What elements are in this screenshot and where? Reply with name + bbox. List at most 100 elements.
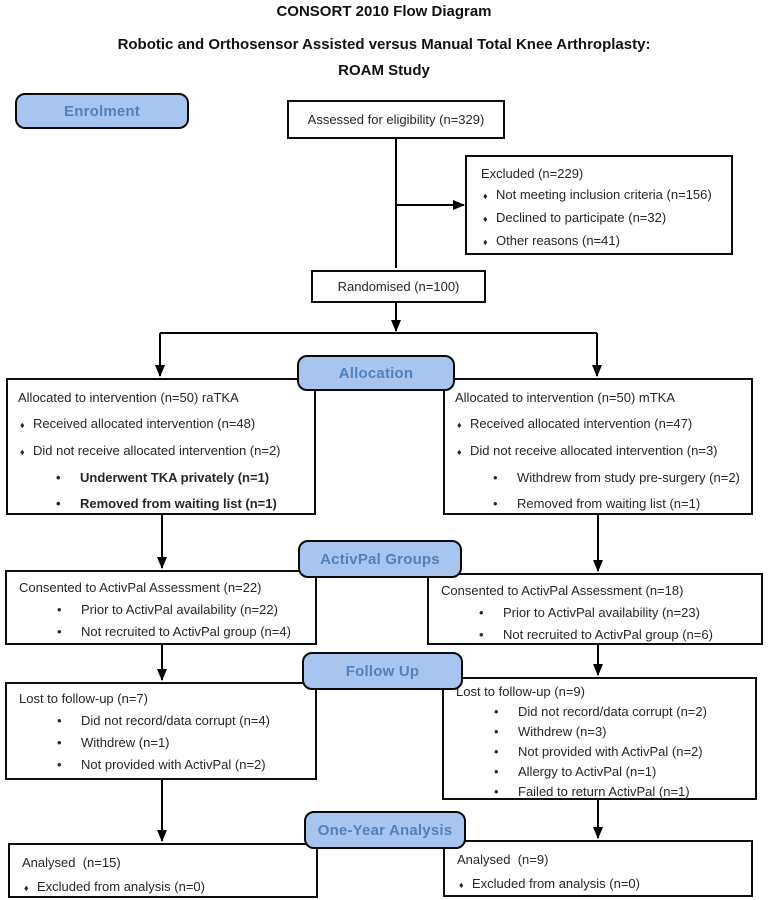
round-bullet-icon: • xyxy=(57,735,62,750)
followup-mtka-box: Lost to follow-up (n=9) • Did not record/… xyxy=(442,677,757,800)
randomised-box: Randomised (n=100) xyxy=(311,270,486,303)
diamond-bullet-icon: ♦ xyxy=(20,420,25,430)
diamond-bullet-icon: ♦ xyxy=(483,214,488,224)
list-item-text: Removed from waiting list (n=1) xyxy=(80,496,277,511)
followup-ratka-box: Lost to follow-up (n=7) • Did not record/… xyxy=(5,682,317,780)
list-item-text: Prior to ActivPal availability (n=23) xyxy=(503,605,700,620)
round-bullet-icon: • xyxy=(494,744,499,759)
list-item-text: Withdrew (n=1) xyxy=(81,735,170,750)
diagram-subtitle: Robotic and Orthosensor Assisted versus … xyxy=(117,36,651,53)
stage-label-allocation: Allocation xyxy=(297,355,455,391)
allocation-ratka-box: Allocated to intervention (n=50) raTKA ♦… xyxy=(6,378,316,515)
stage-label-activpal: ActivPal Groups xyxy=(298,540,462,578)
list-item-text: Excluded from analysis (n=0) xyxy=(472,876,640,891)
list-item-text: Failed to return ActivPal (n=1) xyxy=(518,784,690,799)
list-item: ♦Received allocated intervention (n=47) xyxy=(455,411,745,438)
box-title: Analysed (n=15) xyxy=(22,855,121,870)
round-bullet-icon: • xyxy=(56,470,61,485)
list-item-text: Did not record/data corrupt (n=4) xyxy=(81,713,270,728)
list-item-text: Declined to participate (n=32) xyxy=(496,210,667,225)
list-item: • Removed from waiting list (n=1) xyxy=(18,491,308,517)
list-item: • Did not record/data corrupt (n=4) xyxy=(19,710,309,732)
list-item: • Not recruited to ActivPal group (n=6) xyxy=(441,624,755,646)
list-item-text: Removed from waiting list (n=1) xyxy=(517,496,701,511)
round-bullet-icon: • xyxy=(493,470,498,485)
list-item: ♦ Declined to participate (n=32) xyxy=(481,207,723,230)
list-item: • Removed from waiting list (n=1) xyxy=(455,491,745,517)
allocation-mtka-box: Allocated to intervention (n=50) mTKA ♦R… xyxy=(443,378,753,515)
round-bullet-icon: • xyxy=(494,704,499,719)
list-item-text: Excluded from analysis (n=0) xyxy=(37,879,205,894)
assessed-eligibility-box: Assessed for eligibility (n=329) xyxy=(287,100,505,139)
box-title: Lost to follow-up (n=9) xyxy=(456,684,585,699)
list-item-text: Did not record/data corrupt (n=2) xyxy=(518,704,707,719)
list-item: • Underwent TKA privately (n=1) xyxy=(18,465,308,491)
diamond-bullet-icon: ♦ xyxy=(483,237,488,247)
list-item-text: Other reasons (n=41) xyxy=(496,233,620,248)
stage-label-followup: Follow Up xyxy=(302,652,463,690)
round-bullet-icon: • xyxy=(57,757,62,772)
list-item: ♦ Did not receive allocated intervention … xyxy=(455,438,745,465)
box-title: Allocated to intervention (n=50) mTKA xyxy=(455,390,676,405)
round-bullet-icon: • xyxy=(494,724,499,739)
list-item: ♦ Excluded from analysis (n=0) xyxy=(457,872,745,897)
list-item: • Allergy to ActivPal (n=1) xyxy=(456,762,749,782)
analysis-mtka-box: Analysed (n=9) ♦ Excluded from analysis (… xyxy=(443,840,753,897)
list-item-text: Underwent TKA privately (n=1) xyxy=(80,470,270,485)
box-text: Assessed for eligibility (n=329) xyxy=(307,112,485,127)
diamond-bullet-icon: ♦ xyxy=(483,191,488,201)
study-name: ROAM Study xyxy=(338,62,430,79)
list-item-text: Received allocated intervention (n=48) xyxy=(33,416,256,431)
list-item-text: Allergy to ActivPal (n=1) xyxy=(518,764,657,779)
round-bullet-icon: • xyxy=(57,602,62,617)
box-title: Analysed (n=9) xyxy=(457,852,549,867)
list-item: • Prior to ActivPal availability (n=22) xyxy=(19,599,309,621)
list-item: • Not provided with ActivPal (n=2) xyxy=(19,754,309,776)
list-item: • Withdrew from study pre-surgery (n=2) xyxy=(455,465,745,491)
list-item: • Failed to return ActivPal (n=1) xyxy=(456,782,749,802)
excluded-box: Excluded (n=229) ♦ Not meeting inclusion … xyxy=(465,155,733,255)
list-item-text: Withdrew (n=3) xyxy=(518,724,607,739)
box-title: Consented to ActivPal Assessment (n=18) xyxy=(441,583,684,598)
box-title: Lost to follow-up (n=7) xyxy=(19,691,148,706)
round-bullet-icon: • xyxy=(494,764,499,779)
diamond-bullet-icon: ♦ xyxy=(457,447,462,457)
list-item-text: Not provided with ActivPal (n=2) xyxy=(81,757,266,772)
list-item-text: Did not receive allocated intervention (… xyxy=(470,443,718,458)
round-bullet-icon: • xyxy=(479,627,484,642)
analysis-ratka-box: Analysed (n=15) ♦ Excluded from analysis … xyxy=(8,843,318,898)
box-title: Consented to ActivPal Assessment (n=22) xyxy=(19,580,262,595)
diamond-bullet-icon: ♦ xyxy=(457,420,462,430)
list-item: • Withdrew (n=3) xyxy=(456,722,749,742)
list-item-text: Not recruited to ActivPal group (n=4) xyxy=(81,624,291,639)
box-title: Excluded (n=229) xyxy=(481,166,584,181)
stage-label-analysis: One-Year Analysis xyxy=(304,811,466,849)
list-item-text: Not recruited to ActivPal group (n=6) xyxy=(503,627,713,642)
round-bullet-icon: • xyxy=(57,624,62,639)
activpal-mtka-box: Consented to ActivPal Assessment (n=18) … xyxy=(427,573,763,645)
list-item: ♦ Excluded from analysis (n=0) xyxy=(22,875,310,900)
list-item: • Did not record/data corrupt (n=2) xyxy=(456,702,749,722)
round-bullet-icon: • xyxy=(479,605,484,620)
list-item-text: Withdrew from study pre-surgery (n=2) xyxy=(517,470,740,485)
activpal-ratka-box: Consented to ActivPal Assessment (n=22) … xyxy=(5,570,317,645)
list-item: ♦ Not meeting inclusion criteria (n=156) xyxy=(481,184,723,207)
diamond-bullet-icon: ♦ xyxy=(20,447,25,457)
list-item-text: Prior to ActivPal availability (n=22) xyxy=(81,602,278,617)
box-text: Randomised (n=100) xyxy=(337,279,460,294)
list-item: • Withdrew (n=1) xyxy=(19,732,309,754)
list-item-text: Not meeting inclusion criteria (n=156) xyxy=(496,187,712,202)
round-bullet-icon: • xyxy=(493,496,498,511)
list-item: • Not recruited to ActivPal group (n=4) xyxy=(19,621,309,643)
round-bullet-icon: • xyxy=(494,784,499,799)
list-item: •Not provided with ActivPal (n=2) xyxy=(456,742,749,762)
diamond-bullet-icon: ♦ xyxy=(24,883,29,893)
box-title: Allocated to intervention (n=50) raTKA xyxy=(18,390,239,405)
round-bullet-icon: • xyxy=(57,713,62,728)
list-item: • Prior to ActivPal availability (n=23) xyxy=(441,602,755,624)
stage-label-enrolment: Enrolment xyxy=(15,93,189,129)
list-item: ♦ Received allocated intervention (n=48) xyxy=(18,411,308,438)
round-bullet-icon: • xyxy=(56,496,61,511)
diamond-bullet-icon: ♦ xyxy=(459,880,464,890)
